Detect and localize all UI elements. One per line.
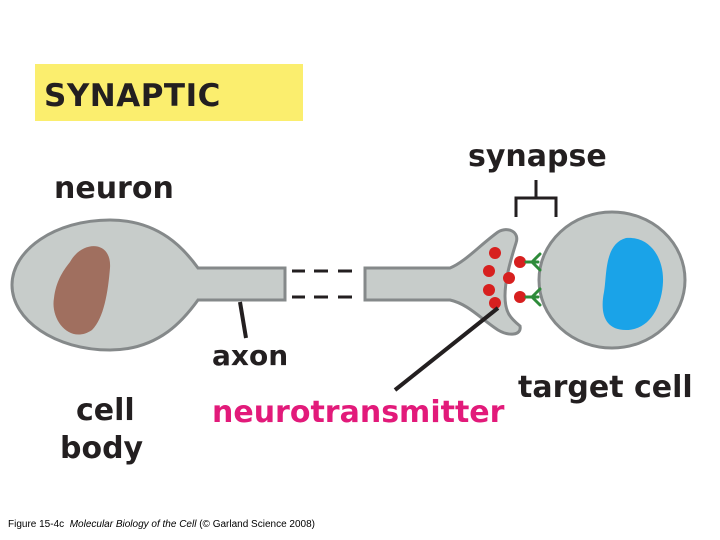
target-cell-label: target cell xyxy=(518,370,693,405)
title-banner xyxy=(35,64,303,121)
neurotransmitter-dot xyxy=(514,256,526,268)
axon-pointer-line xyxy=(238,301,248,339)
neurotransmitter-pointer-line xyxy=(393,306,500,392)
axon-break-dashes xyxy=(292,269,352,299)
neurotransmitter-dot xyxy=(483,284,495,296)
target-nucleus xyxy=(602,237,664,330)
neurotransmitter-dot xyxy=(489,297,501,309)
neurotransmitter-dot xyxy=(483,265,495,277)
synapse-label: synapse xyxy=(468,139,607,174)
neurotransmitter-label: neurotransmitter xyxy=(212,395,505,430)
neurotransmitter-dots xyxy=(483,247,526,309)
synapse-bracket xyxy=(514,180,558,217)
neurotransmitter-dot xyxy=(489,247,501,259)
caption-credit: (© Garland Science 2008) xyxy=(199,519,315,530)
axon-right-segment xyxy=(363,228,522,336)
caption-figure: Figure 15-4c xyxy=(8,519,65,530)
neuron-nucleus xyxy=(53,246,111,335)
cell-body-label-line1: cell xyxy=(76,393,135,428)
banner-title: SYNAPTIC xyxy=(44,78,221,114)
figure-caption: Figure 15-4c Molecular Biology of the Ce… xyxy=(8,519,315,530)
receptors xyxy=(524,252,542,307)
neuron-label: neuron xyxy=(54,171,174,206)
neurotransmitter-dot xyxy=(503,272,515,284)
receptor xyxy=(524,252,542,272)
neurotransmitter-dot xyxy=(514,291,526,303)
caption-book: Molecular Biology of the Cell xyxy=(69,519,197,530)
axon-label: axon xyxy=(212,339,289,372)
cell-body-label-line2: body xyxy=(60,431,144,466)
receptor xyxy=(524,287,542,307)
